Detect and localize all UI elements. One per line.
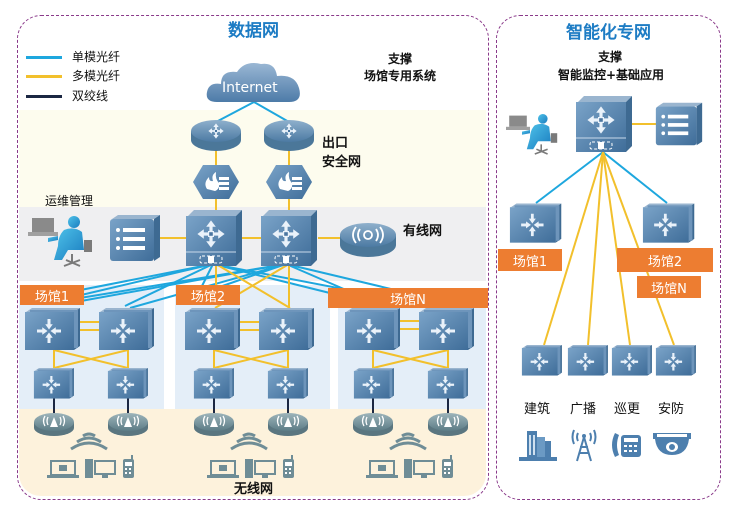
- venue3-wireless-signal-icon: [389, 432, 427, 451]
- venue2-terminals-icon: [207, 455, 294, 478]
- dome-camera-icon: [653, 433, 691, 455]
- wired-network-router-icon: [340, 223, 396, 257]
- data-network-zone: [17, 15, 489, 500]
- internet-label: Internet: [222, 80, 278, 96]
- wireless-network-label: 无线网: [234, 482, 274, 497]
- core-switch-2-icon: [261, 210, 317, 266]
- core-switch-1-icon: [186, 210, 242, 266]
- venue1-wireless-signal-icon: [70, 432, 108, 451]
- data-network-support-line1: 支撑: [387, 52, 412, 66]
- egress-label-line2: 安全网: [322, 155, 362, 170]
- venue2-core-switch-1-icon: [185, 308, 240, 350]
- ops-management-label: 运维管理: [45, 194, 94, 208]
- venue2-wireless-signal-icon: [230, 432, 268, 451]
- firewall-1-icon: [193, 165, 239, 199]
- wireless-band: [19, 409, 486, 496]
- legend-twisted-pair-line: [26, 95, 62, 98]
- venue3-core-switch-1-icon: [345, 308, 400, 350]
- ops-operator-icon: [28, 216, 92, 267]
- firewall-2-icon: [266, 165, 312, 199]
- venue-tag-2: 场馆2: [176, 285, 240, 305]
- smart-venue-tag-2: 场馆2: [617, 248, 713, 272]
- venue2-core-switch-2-icon: [259, 308, 314, 350]
- venue3-access-switch-1-icon: [353, 368, 394, 399]
- legend-twisted-pair-label: 双绞线: [72, 89, 109, 103]
- venue-tag-n: 场馆N: [328, 288, 488, 308]
- venue1-core-switch-1-icon: [25, 308, 80, 350]
- egress-router-2-icon: [264, 120, 314, 151]
- venue3-access-point-1-icon: [353, 413, 393, 436]
- ops-server-icon: [110, 215, 160, 261]
- venue2-access-point-1-icon: [194, 413, 234, 436]
- smart-venue-tag-1: 场馆1: [498, 249, 562, 271]
- subsystem-label-1: 建筑: [523, 402, 550, 417]
- smart-subsystem-switch-1-icon: [521, 345, 562, 376]
- smart-venue-tag-n: 场馆N: [637, 276, 701, 298]
- smart-network-zone: [496, 15, 721, 500]
- venue1-access-switch-1-icon: [33, 368, 74, 399]
- venue2-access-switch-2-icon: [267, 368, 308, 399]
- venue1-core-switch-2-icon: [99, 308, 154, 350]
- broadcast-tower-icon: [571, 429, 597, 462]
- venue3-access-switch-2-icon: [427, 368, 468, 399]
- legend-multi-mode-label: 多模光纤: [72, 69, 121, 83]
- subsystem-label-4: 安防: [657, 402, 684, 417]
- egress-band: [19, 110, 486, 207]
- venue1-access-switch-2-icon: [107, 368, 148, 399]
- egress-label-line1: 出口: [322, 136, 349, 151]
- data-network-support-line2: 场馆专用系统: [363, 69, 436, 83]
- building-icon: [519, 431, 557, 461]
- venue2-access-switch-1-icon: [193, 368, 234, 399]
- egress-router-1-icon: [191, 120, 241, 151]
- venue3-core-switch-2-icon: [419, 308, 474, 350]
- legend-multi-mode-line: [26, 75, 62, 78]
- legend-single-mode-label: 单模光纤: [72, 50, 121, 64]
- smart-venue2-switch-icon: [642, 203, 695, 243]
- venue-tag-1: 场馆1: [20, 285, 84, 305]
- subsystem-label-2: 广播: [569, 402, 596, 417]
- smart-operator-icon: [506, 114, 558, 155]
- venue3-terminals-icon: [366, 455, 453, 478]
- data-network-title: 数据网: [228, 21, 279, 41]
- venue2-access-point-2-icon: [268, 413, 308, 436]
- legend-single-mode-line: [26, 56, 62, 59]
- smart-network-title: 智能化专网: [566, 23, 651, 43]
- venue1-access-point-2-icon: [108, 413, 148, 436]
- internet-cloud-icon: [206, 63, 300, 102]
- phone-icon: [612, 433, 641, 457]
- venue3-access-point-2-icon: [428, 413, 468, 436]
- smart-subsystem-switch-4-icon: [655, 345, 696, 376]
- venue1-access-point-1-icon: [34, 413, 74, 436]
- smart-subsystem-switch-2-icon: [567, 345, 608, 376]
- smart-core-switch-icon: [576, 96, 632, 152]
- smart-server-icon: [655, 102, 703, 146]
- venue1-terminals-icon: [47, 455, 134, 478]
- smart-network-support-line1: 支撑: [597, 50, 622, 64]
- smart-subsystem-switch-3-icon: [611, 345, 652, 376]
- wired-network-label: 有线网: [403, 224, 443, 239]
- subsystem-label-3: 巡更: [613, 402, 640, 417]
- smart-network-support-line2: 智能监控+基础应用: [557, 68, 665, 82]
- smart-venue1-switch-icon: [509, 203, 562, 243]
